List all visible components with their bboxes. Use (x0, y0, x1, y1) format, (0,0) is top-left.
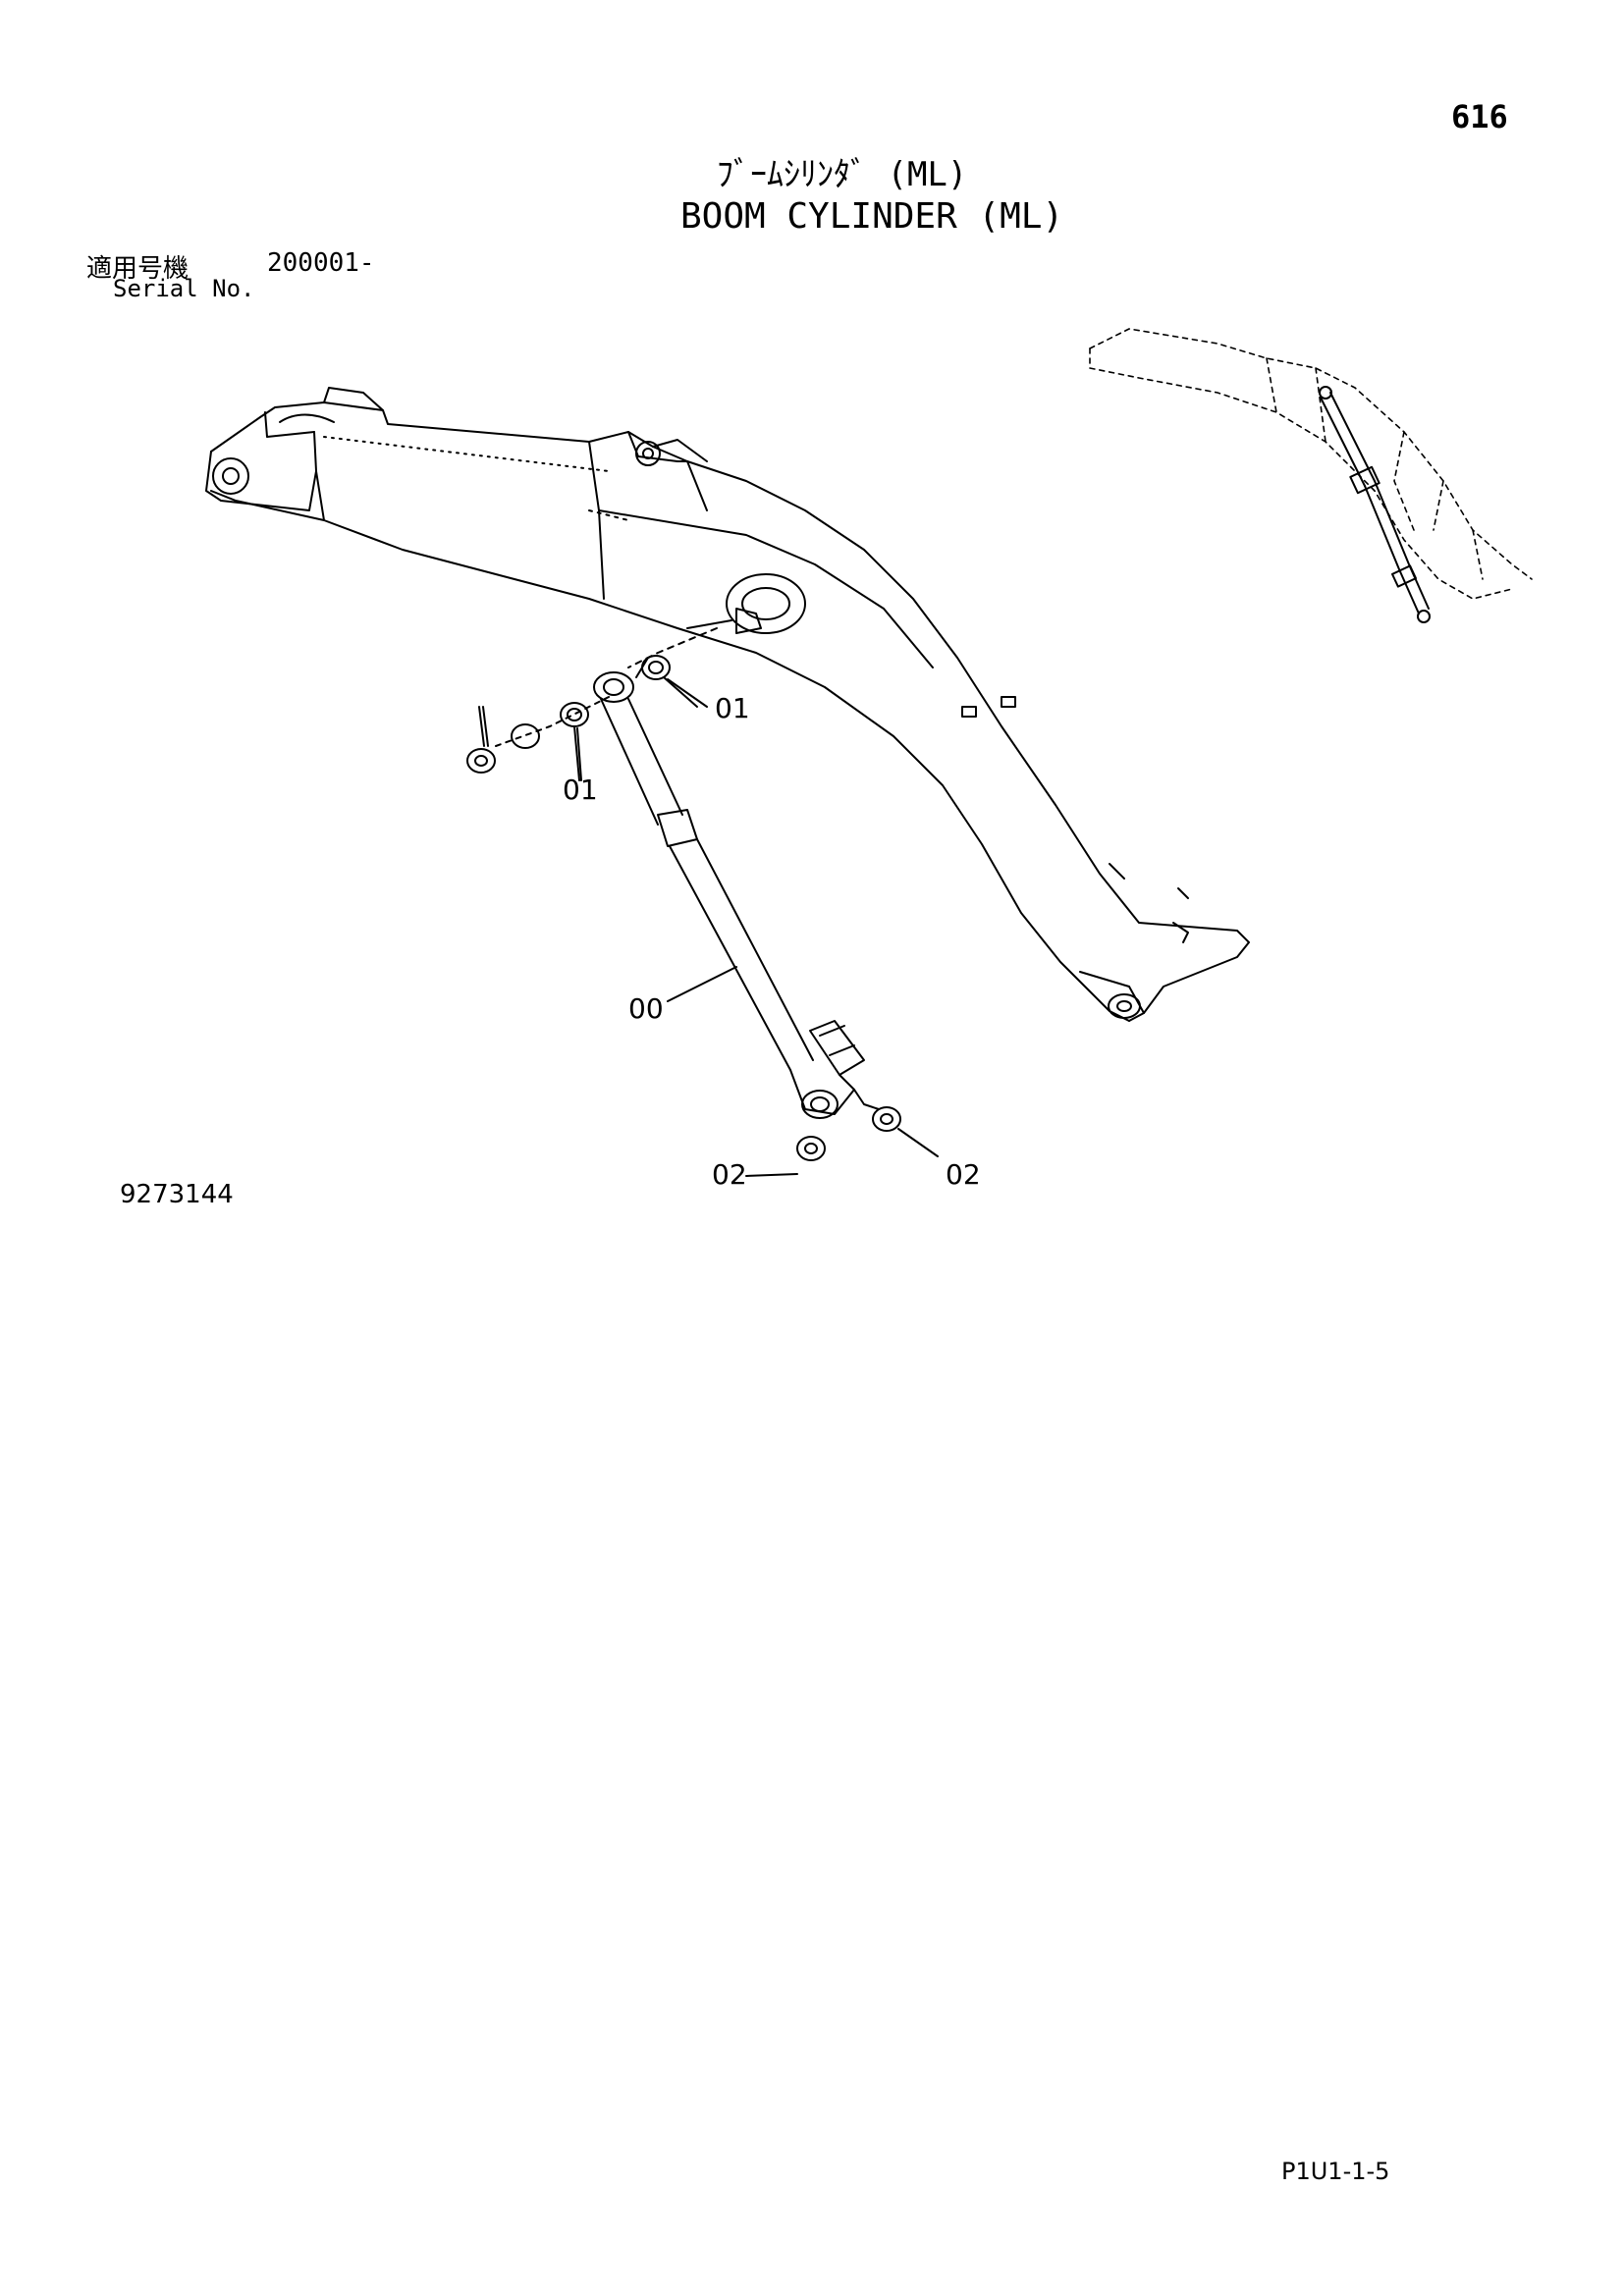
leader-00 (667, 966, 737, 1002)
callout-00: 00 (628, 992, 664, 1025)
callout-01-upper: 01 (715, 692, 750, 724)
drawing-number: 9273144 (120, 1180, 234, 1209)
exploded-diagram (205, 328, 1533, 1177)
page-code: P1U1-1-5 (1281, 2158, 1390, 2185)
title-english: BOOM CYLINDER (ML) (680, 196, 1064, 237)
serial-number-value: 200001- (267, 248, 375, 278)
leader-01-lower (576, 727, 582, 781)
title-japanese: ﾌﾞｰﾑｼﾘﾝﾀﾞ (ML) (717, 155, 968, 194)
page-number: 616 (1451, 98, 1508, 135)
bushing-01-lower (560, 702, 589, 781)
leader-02-left (745, 1173, 798, 1177)
callout-01-lower: 01 (563, 774, 598, 806)
callout-02-left: 02 (712, 1158, 747, 1191)
boom-arm (205, 387, 1250, 1022)
bushing-02-right (872, 1106, 901, 1132)
bushing-01-upper (635, 655, 698, 708)
retaining-parts (466, 696, 610, 774)
leader-01-upper (667, 678, 708, 708)
boom-cylinder (593, 671, 880, 1119)
key-diagram-cylinder (1319, 386, 1431, 623)
assembly-line-1 (627, 627, 718, 668)
bushing-02-left (796, 1136, 826, 1161)
key-diagram (1089, 328, 1533, 600)
serial-label-japanese: 適用号機 (86, 254, 189, 284)
leader-02-right (897, 1128, 939, 1157)
callout-02-right: 02 (946, 1158, 981, 1191)
serial-label-english: Serial No. (113, 275, 255, 302)
